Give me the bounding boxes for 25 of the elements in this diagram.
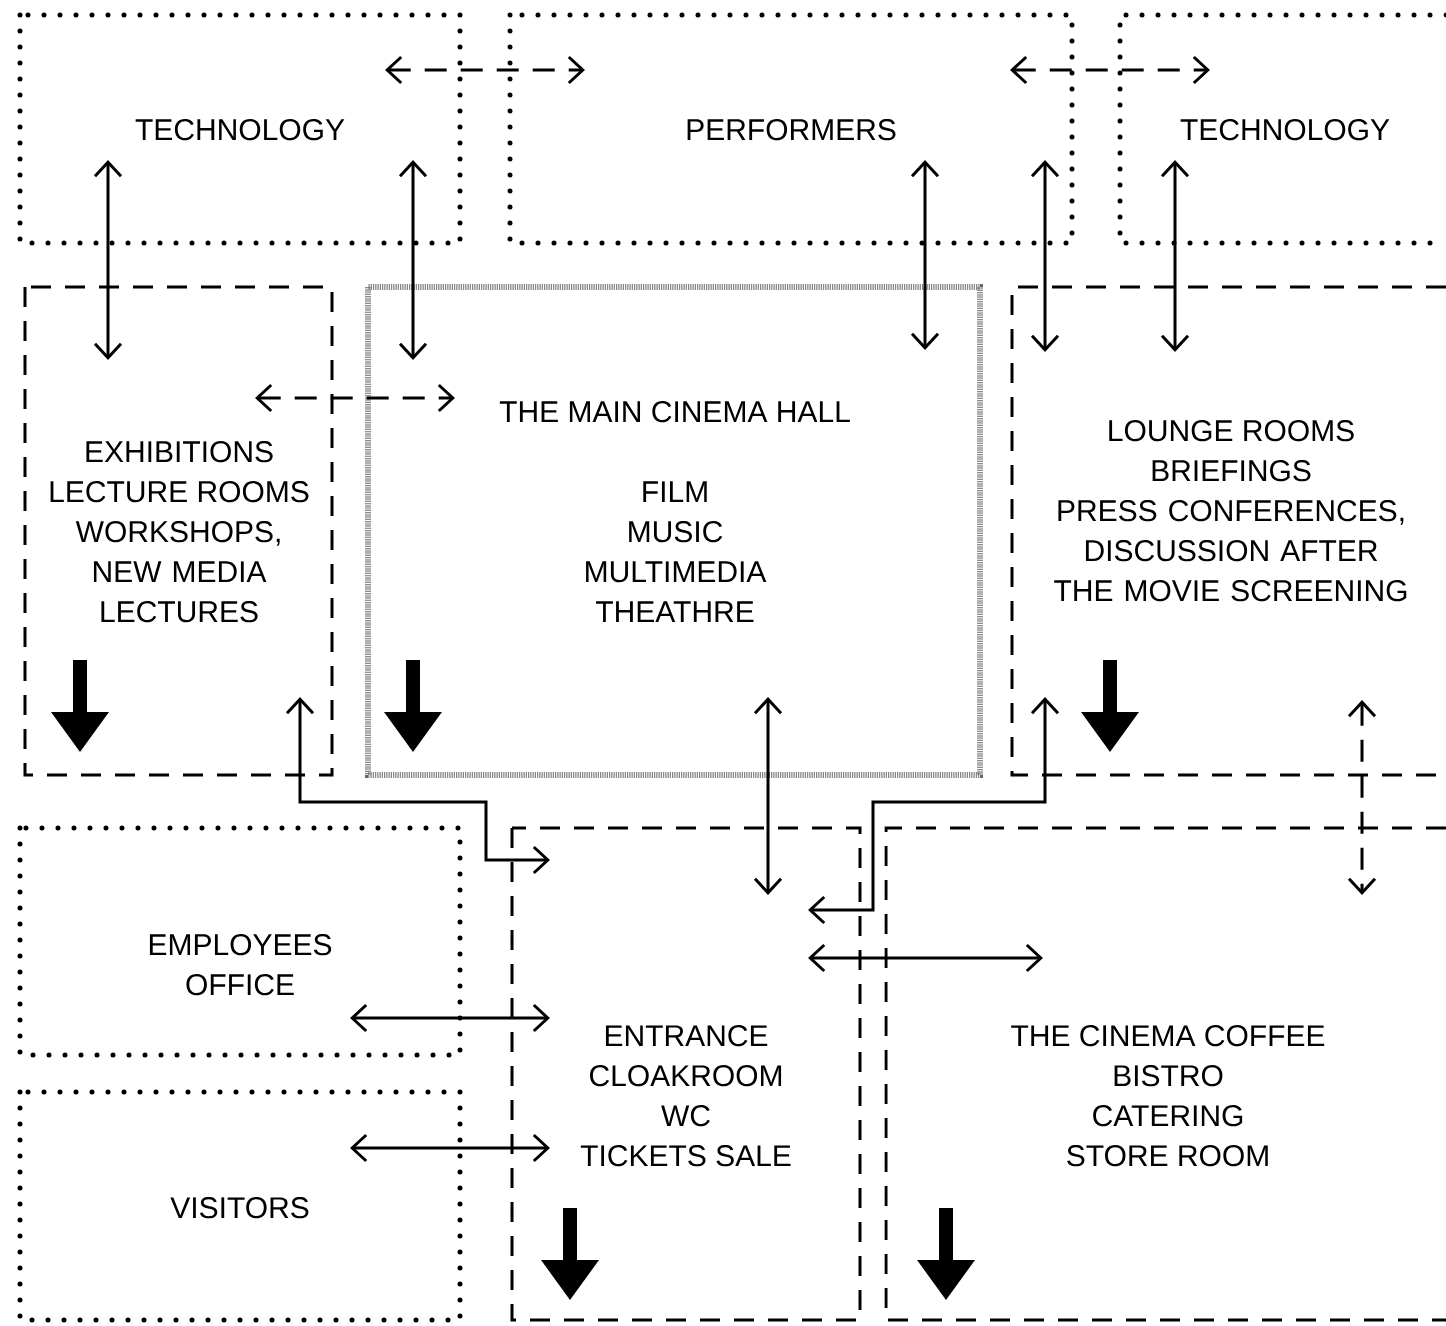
double-arrow bbox=[1347, 700, 1377, 895]
room-box: EXHIBITIONS LECTURE ROOMS WORKSHOPS, NEW MEDIA LECTURES bbox=[23, 285, 334, 777]
double-arrow bbox=[753, 697, 783, 895]
double-arrow bbox=[1160, 160, 1190, 352]
room-box: TECHNOLOGY bbox=[17, 12, 463, 246]
double-arrow bbox=[350, 1133, 550, 1163]
room-box: THE CINEMA COFFEE BISTRO CATERING STORE ROOM bbox=[884, 826, 1446, 1322]
double-arrow bbox=[808, 943, 1043, 973]
double-arrow bbox=[93, 160, 123, 360]
double-arrow bbox=[1030, 160, 1060, 352]
double-arrow bbox=[385, 55, 585, 85]
double-arrow bbox=[808, 697, 1060, 925]
room-box: PERFORMERS bbox=[507, 12, 1075, 246]
double-arrow bbox=[910, 160, 940, 350]
room-box: TECHNOLOGY bbox=[1117, 12, 1446, 246]
room-box: EMPLOYEES OFFICE bbox=[17, 825, 463, 1058]
double-arrow bbox=[285, 697, 550, 875]
room-box: VISITORS bbox=[17, 1089, 463, 1323]
room-box: ENTRANCE CLOAKROOM WC TICKETS SALE bbox=[510, 826, 862, 1322]
hall-box: THE MAIN CINEMA HALL FILM MUSIC MULTIMEDIA THEATHRE bbox=[365, 284, 983, 778]
double-arrow bbox=[350, 1003, 550, 1033]
double-arrow bbox=[1010, 55, 1210, 85]
double-arrow bbox=[255, 383, 455, 413]
double-arrow bbox=[398, 160, 428, 360]
room-box: LOUNGE ROOMS BRIEFINGS PRESS CONFERENCES, DISCUSSION AFTER THE MOVIE SCREENING bbox=[1010, 285, 1446, 777]
